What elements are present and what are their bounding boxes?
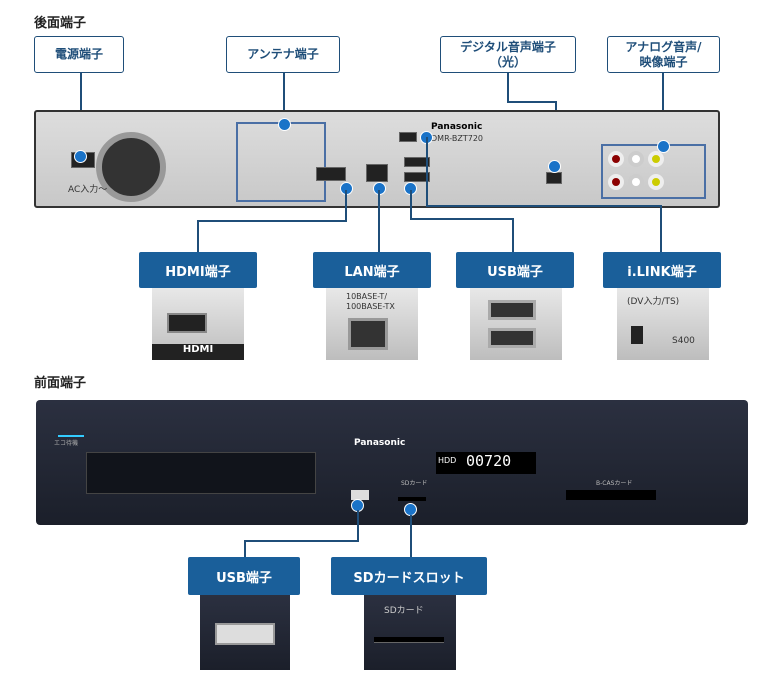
sd-closeup-photo: SDカード <box>364 595 456 670</box>
sd-label-front: SDカード <box>401 480 428 487</box>
hdmi-callout: HDMI端子 <box>139 252 257 288</box>
lan-closeup-photo: 10BASE-T/100BASE-TX <box>326 288 418 360</box>
ilink-closeup-photo: (DV入力/TS) S400 <box>617 288 709 360</box>
front-usb-callout: USB端子 <box>188 557 300 595</box>
lan-port <box>366 164 388 182</box>
optical-port <box>546 172 562 184</box>
front-panel-photo: エコ待機 Panasonic HDD 00720 SDカード B-CASカード <box>36 400 748 525</box>
dv-text: (DV入力/TS) <box>627 297 680 307</box>
hdmi-port <box>316 167 346 181</box>
sd-callout: SDカードスロット <box>331 557 487 595</box>
power-label: 電源端子 <box>34 36 124 73</box>
brand-front-text: Panasonic <box>354 438 406 448</box>
bcas-text: B-CASカード <box>596 480 633 487</box>
label-line: 映像端子 <box>639 54 688 69</box>
sd-label-closeup: SDカード <box>384 606 424 616</box>
rear-section-title: 後面端子 <box>34 16 87 31</box>
model-text: DMR-BZT720 <box>431 134 484 143</box>
av-group <box>601 144 706 199</box>
usb-callout: USB端子 <box>456 252 574 288</box>
ilink-callout: i.LINK端子 <box>603 252 721 288</box>
fan-icon <box>96 132 166 202</box>
lan-port-text: 10BASE-T/ <box>346 292 388 301</box>
clock-display: 00720 <box>466 452 512 470</box>
usb-port <box>404 172 430 182</box>
ac-input-text: AC入力～ <box>68 185 108 195</box>
hdd-indicator: HDD <box>438 456 457 465</box>
hdmi-closeup-photo: HDMI <box>152 288 244 360</box>
eco-text: エコ待機 <box>54 440 79 447</box>
lan-port-text: 100BASE-TX <box>346 302 395 311</box>
front-section-title: 前面端子 <box>34 376 87 391</box>
hdmi-logo: HDMI <box>152 344 244 360</box>
label-line: デジタル音声端子 <box>460 39 556 54</box>
label-line: アナログ音声/ <box>625 39 702 54</box>
analog-av-label: アナログ音声/映像端子 <box>607 36 720 73</box>
s400-text: S400 <box>672 336 695 346</box>
usb-closeup-photo <box>470 288 562 360</box>
lan-callout: LAN端子 <box>313 252 431 288</box>
antenna-label: アンテナ端子 <box>226 36 340 73</box>
antenna-group <box>236 122 326 202</box>
label-line: （光） <box>489 54 526 69</box>
front-usb-closeup-photo <box>200 595 290 670</box>
brand-text: Panasonic <box>431 122 483 132</box>
digital-audio-label: デジタル音声端子（光） <box>440 36 576 73</box>
ilink-port <box>399 132 417 142</box>
